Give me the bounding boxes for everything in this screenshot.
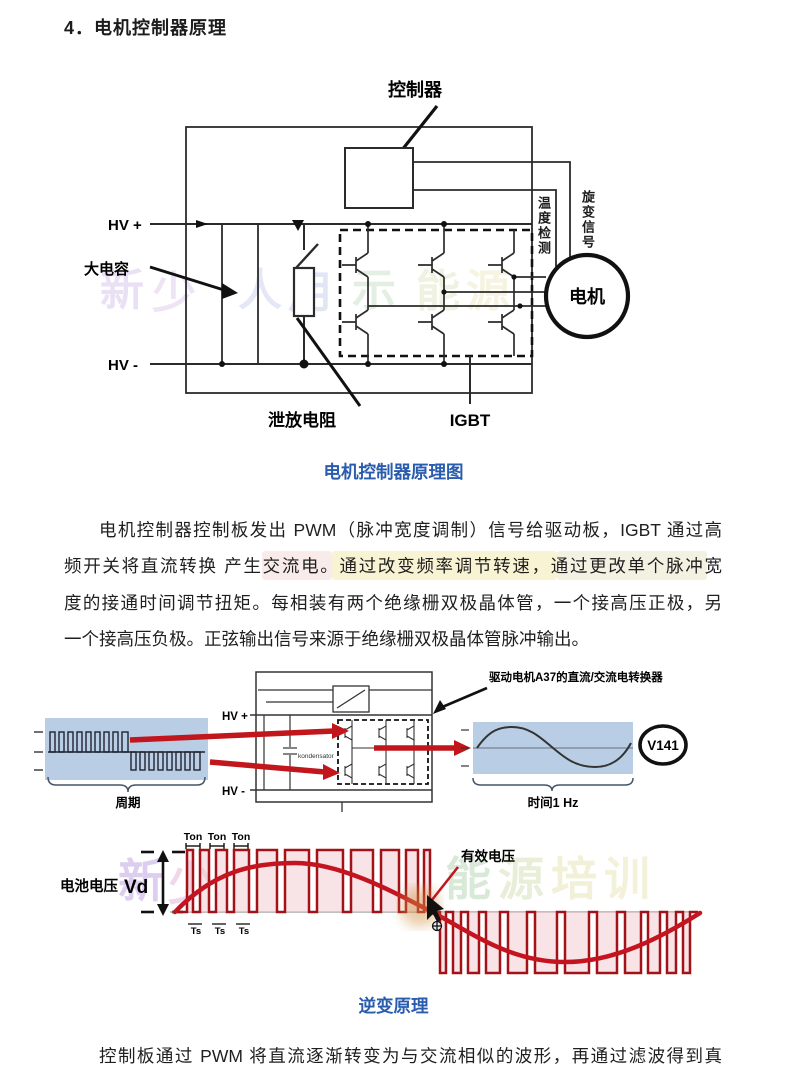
junction-dot	[299, 359, 309, 369]
inverter-transistors	[344, 720, 432, 784]
paragraph-line: 度的接通时间调节扭矩。每相装有两个绝缘栅双极晶体管，一个接高压正极，另	[64, 592, 722, 613]
svg-text:新: 新	[100, 266, 144, 315]
capacitor-pointer-head	[222, 283, 238, 299]
motor-label: 电机	[569, 286, 605, 307]
figure1-caption: 电机控制器原理图	[323, 462, 464, 482]
igbt-bridge	[342, 224, 546, 364]
svg-text:源: 源	[498, 853, 544, 905]
kondensator-label: kondensator	[298, 753, 335, 760]
svg-text:新: 新	[118, 855, 164, 907]
inverter-top-detail	[258, 685, 432, 812]
page-title: 4．电机控制器原理	[64, 18, 228, 38]
converter-note-label: 驱动电机A37的直流/交流电转换器	[489, 670, 663, 684]
positive-pulses	[178, 848, 433, 914]
igbt-module-box	[338, 228, 534, 358]
bleed-resistor-box	[292, 266, 316, 318]
sensor-wires	[413, 161, 571, 269]
highlight-cream	[557, 551, 707, 580]
svg-text:示: 示	[352, 266, 396, 315]
svg-text:少: 少	[152, 269, 196, 318]
highlight-yellow	[332, 551, 557, 580]
negative-pulses	[435, 910, 698, 975]
controller-label: 控制器	[388, 79, 443, 100]
junction-dot	[219, 361, 225, 367]
period-label: 周期	[115, 795, 140, 810]
svg-text:Ton: Ton	[184, 831, 202, 843]
temp-detect-label: 温度检测	[536, 196, 551, 256]
svg-text:Ton: Ton	[232, 831, 250, 843]
pwm-panel	[45, 718, 208, 780]
resolver-signal-label: 旋变信号	[580, 190, 595, 250]
converter-pointer-head	[433, 700, 446, 714]
figure1-circuit-diagram: 新 少 人 用 示 能 源 控制器 HV + HV - 大电	[84, 79, 631, 430]
hv-plus-label-2: HV +	[222, 711, 248, 723]
body-paragraph-1: 电机控制器控制板发出 PWM（脉冲宽度调制）信号给驱动板，IGBT 通过高 频开…	[64, 512, 722, 657]
sine-axis-ticks	[461, 729, 469, 767]
igbt-label: IGBT	[450, 411, 491, 430]
paragraph-line: 一个接高压负极。正弦输出信号来源于绝缘栅双极晶体管脉冲输出。	[64, 628, 589, 649]
body-paragraph-2: 控制板通过 PWM 将直流逐渐转变为与交流相似的波形，再通过滤波得到真	[64, 1038, 722, 1074]
component-code-label: V141	[647, 738, 679, 753]
bleed-resistor-pointer	[295, 317, 362, 407]
hv-minus-label: HV -	[108, 357, 138, 374]
capacitor-pointer-line	[149, 265, 225, 292]
ts-labels: Ts Ts Ts	[191, 926, 249, 937]
svg-text:Ts: Ts	[191, 926, 201, 937]
svg-text:Ts: Ts	[239, 926, 249, 937]
figure2-conversion-diagram: 周期 HV + HV - kondensator	[34, 670, 688, 812]
svg-text:训: 训	[604, 853, 650, 905]
hv-minus-label-2: HV -	[222, 786, 245, 798]
vd-arrow-top	[157, 850, 169, 862]
pwm-axis-ticks	[34, 731, 43, 771]
motor-circle	[543, 252, 631, 340]
paragraph-line: 电机控制器控制板发出 PWM（脉冲宽度调制）信号给驱动板，IGBT 通过高	[99, 520, 722, 540]
converter-pointer	[439, 686, 488, 710]
time-brace	[472, 777, 634, 792]
inverter-capacitor	[263, 715, 297, 790]
resistor-switch-line	[295, 243, 319, 269]
capacitor-label: 大电容	[84, 260, 129, 278]
svg-text:培: 培	[551, 853, 597, 905]
rail-arrow	[196, 220, 208, 228]
svg-text:Ton: Ton	[208, 831, 226, 843]
ton-labels: Ton Ton Ton	[184, 831, 250, 843]
svg-text:Ts: Ts	[215, 926, 225, 937]
vd-label: Vd	[124, 877, 148, 898]
figure3-watermark: 新 少 能 源 培 训	[118, 853, 650, 910]
figure3-caption: 逆变原理	[358, 996, 429, 1016]
controller-box	[344, 147, 414, 209]
sine-curve	[476, 725, 632, 769]
svg-text:人: 人	[238, 266, 282, 315]
inverter-outer-box	[255, 671, 433, 803]
highlight-pink	[262, 551, 332, 580]
cursor-icon	[427, 895, 444, 922]
paragraph-line: 频开关将直流转换 产生交流电。通过改变频率调节转速，通过更改单个脉冲宽	[64, 556, 722, 577]
node-dots	[365, 221, 523, 367]
pwm-pulses-lower	[130, 751, 201, 771]
flow-arrows	[129, 723, 471, 780]
component-code-circle	[638, 724, 688, 766]
figure3-waveform-diagram: 新 少 能 源 培 训 电池电压 Vd Ton Ton Ton Ts	[60, 831, 703, 975]
effective-voltage-label: 有效电压	[461, 848, 515, 864]
vd-arrow-bottom	[157, 904, 169, 916]
plus-marker-icon	[431, 920, 443, 932]
time-axis-label: 时间1 Hz	[528, 795, 579, 810]
pwm-pulses-upper	[49, 731, 129, 753]
ton-arrows	[185, 843, 249, 849]
hv-plus-label: HV +	[108, 217, 142, 234]
branch-arrow	[292, 220, 304, 231]
inverter-igbt-box	[337, 719, 429, 785]
period-brace	[47, 776, 206, 793]
effective-voltage-pointer	[427, 866, 459, 906]
svg-text:能: 能	[445, 853, 491, 905]
paragraph-line: 控制板通过 PWM 将直流逐渐转变为与交流相似的波形，再通过滤波得到真	[99, 1046, 722, 1066]
battery-voltage-label: 电池电压	[60, 877, 118, 895]
bleed-resistor-label: 泄放电阻	[268, 410, 336, 430]
